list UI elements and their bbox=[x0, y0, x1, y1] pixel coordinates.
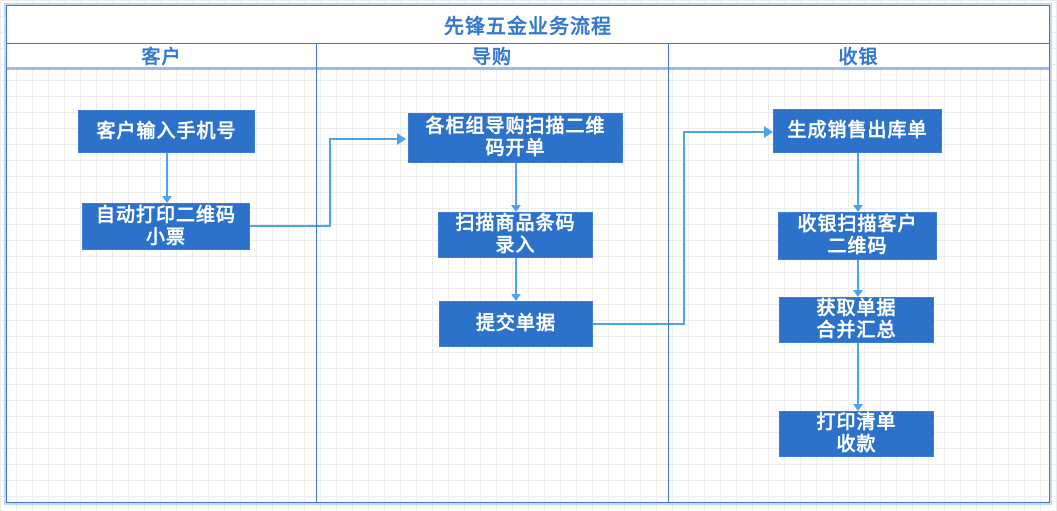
flow-node-guide-scan-qr-create-order: 各柜组导购扫描二维 码开单 bbox=[408, 113, 623, 163]
swimlane-pool: 先锋五金业务流程 客户 导购 收银 bbox=[6, 5, 1050, 503]
diagram-title: 先锋五金业务流程 bbox=[7, 6, 1049, 44]
flow-node-print-list-collect-payment: 打印清单 收款 bbox=[779, 411, 934, 457]
connector-submit-to-outbound-seg3 bbox=[685, 131, 764, 133]
arrow-scanbarcode-to-submit bbox=[511, 258, 521, 301]
flow-node-cashier-scan-customer-qr: 收银扫描客户 二维码 bbox=[778, 212, 937, 260]
lane-header-cashier: 收银 bbox=[838, 47, 879, 68]
connector-print-to-createorder-seg3 bbox=[331, 138, 397, 140]
connector-submit-to-outbound-arrowhead bbox=[764, 126, 773, 138]
connector-submit-to-outbound-seg1 bbox=[593, 323, 685, 325]
lane-header-customer: 客户 bbox=[141, 47, 182, 68]
connector-print-to-createorder-seg1 bbox=[250, 225, 330, 227]
lane-header-row: 客户 导购 收银 bbox=[7, 44, 1049, 70]
flow-node-scan-barcode-entry: 扫描商品条码 录入 bbox=[438, 212, 593, 258]
arrow-merge-to-print bbox=[853, 343, 863, 411]
connector-submit-to-outbound-seg2 bbox=[683, 131, 685, 325]
arrow-scanqr-to-merge bbox=[853, 260, 863, 297]
connector-print-to-createorder-arrowhead bbox=[397, 133, 406, 145]
flow-node-customer-enter-phone: 客户输入手机号 bbox=[78, 110, 255, 153]
lane-header-guide: 导购 bbox=[471, 47, 512, 68]
lane-separator-guide-cashier bbox=[668, 44, 669, 502]
lane-separator-customer-guide bbox=[316, 44, 317, 502]
flow-node-merge-documents-summary: 获取单据 合并汇总 bbox=[779, 297, 934, 343]
arrow-createorder-to-scanbarcode bbox=[511, 163, 521, 212]
arrow-phone-to-print bbox=[162, 153, 172, 203]
connector-print-to-createorder-seg2 bbox=[329, 138, 331, 227]
flow-node-submit-documents: 提交单据 bbox=[439, 301, 593, 347]
flow-node-auto-print-qr-receipt: 自动打印二维码 小票 bbox=[82, 203, 250, 250]
arrow-outbound-to-scanqr bbox=[853, 153, 863, 212]
flow-node-generate-sales-outbound: 生成销售出库单 bbox=[773, 109, 942, 153]
